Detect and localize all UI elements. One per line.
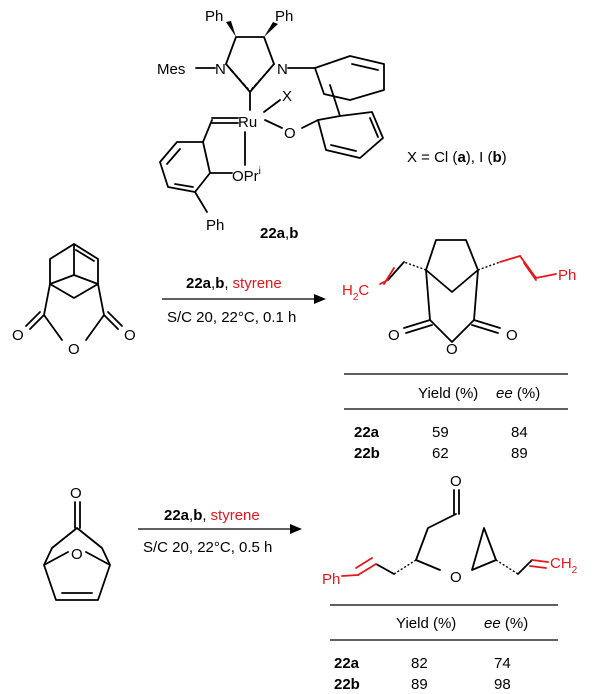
- reaction2-table-row2-ee: 98: [494, 676, 511, 693]
- reaction2-product-o-ketone: O: [450, 473, 462, 490]
- reaction1-table-header-ee: ee (%): [496, 385, 540, 402]
- reaction1-substrate-o-right: O: [124, 327, 136, 344]
- reaction1-product-h2c: H2C: [342, 282, 369, 303]
- reaction2-product-ph: Ph: [322, 571, 340, 588]
- reaction2-table-row1-ee: 74: [494, 655, 511, 672]
- catalyst-o-naphthyl: O: [284, 125, 296, 142]
- reaction1-table-row2-yield: 62: [432, 445, 449, 462]
- catalyst-x-definition: X = Cl (a), I (b): [407, 149, 507, 166]
- reaction2-table-header-ee: ee (%): [484, 615, 528, 632]
- reaction2-arrowhead: [290, 524, 302, 534]
- reaction1-product: [379, 239, 557, 343]
- catalyst-n-left: N: [215, 61, 226, 78]
- reaction1-table-row1-cat: 22a: [354, 424, 380, 441]
- reaction1-substrate-o-left: O: [12, 327, 24, 344]
- reaction2-table-row2-yield: 89: [411, 676, 428, 693]
- catalyst-n-right: N: [277, 61, 288, 78]
- catalyst-ph-bottom: Ph: [206, 217, 224, 234]
- wedge-bond: [264, 22, 278, 37]
- reaction1-substrate: [25, 243, 123, 341]
- reaction1-arrow-reagents: 22a,b,styrene: [186, 275, 282, 292]
- catalyst-label: 22a,b: [260, 225, 298, 242]
- catalyst-oipr: OPri: [232, 166, 261, 185]
- catalyst-structure: [159, 21, 385, 213]
- catalyst-ru: Ru: [238, 114, 257, 131]
- reaction2-table-row2-cat: 22b: [334, 676, 360, 693]
- reaction1-substrate-o-ring: O: [68, 341, 80, 358]
- catalyst-ph-right: Ph: [275, 8, 293, 25]
- reaction2-substrate-o-ketone: O: [70, 485, 82, 502]
- reaction2-substrate-o-bridge: O: [71, 546, 83, 563]
- reaction1-arrowhead: [314, 294, 326, 304]
- reaction1-table-row1-yield: 59: [432, 424, 449, 441]
- reaction2-product: [341, 489, 549, 577]
- reaction2-table-row1-cat: 22a: [334, 655, 360, 672]
- reaction2-arrow-reagents: 22a,b,styrene: [164, 507, 260, 524]
- reaction1-product-o-ring: O: [446, 341, 458, 358]
- catalyst-mes: Mes: [157, 61, 185, 78]
- reaction1-table-row1-ee: 84: [511, 424, 528, 441]
- reaction2-substrate: [43, 501, 111, 601]
- reaction1-product-o-right: O: [506, 327, 518, 344]
- catalyst-ph-left: Ph: [205, 8, 223, 25]
- catalyst-x: X: [282, 88, 292, 105]
- reaction2-product-ch2: CH2: [550, 555, 578, 576]
- reaction1-table-row2-cat: 22b: [354, 445, 380, 462]
- reaction2-table: Yield (%) ee (%) 22a 82 74 22b 89 98: [330, 604, 558, 693]
- reaction2-arrow-conditions: S/C 20, 22°C, 0.5 h: [143, 539, 272, 556]
- reaction2-table-row1-yield: 82: [411, 655, 428, 672]
- wedge-bond: [226, 21, 236, 37]
- reaction1-product-ph: Ph: [558, 267, 576, 284]
- reaction2-table-header-yield: Yield (%): [396, 615, 456, 632]
- reaction1-table-header-yield: Yield (%): [418, 385, 478, 402]
- reaction1-table: Yield (%) ee (%) 22a 59 84 22b 62 89: [344, 373, 568, 462]
- reaction1-arrow-conditions: S/C 20, 22°C, 0.1 h: [167, 309, 296, 326]
- reaction1-product-o-left: O: [388, 327, 400, 344]
- reaction2-product-o-ring: O: [450, 569, 462, 586]
- reaction1-table-row2-ee: 89: [511, 445, 528, 462]
